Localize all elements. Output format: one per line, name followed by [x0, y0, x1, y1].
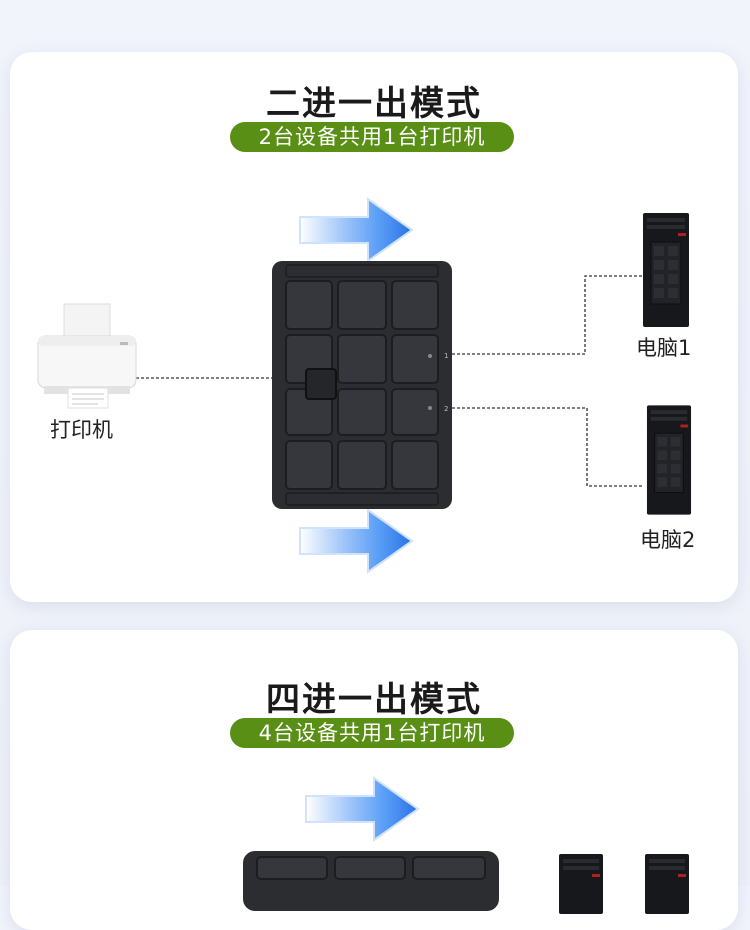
usb-switch-device: 1 2 — [272, 261, 452, 509]
section-title: 四进一出模式 — [266, 680, 482, 720]
section-subtitle-badge: 4台设备共用1台打印机 — [230, 718, 514, 748]
computer-2-label: 电脑2 — [640, 528, 696, 552]
switch-port-2-label: 2 — [444, 405, 448, 413]
section-title: 二进一出模式 — [266, 84, 482, 124]
computer-1-label: 电脑1 — [636, 336, 692, 360]
section-subtitle-badge: 2台设备共用1台打印机 — [230, 122, 514, 152]
arrow-icon — [299, 197, 414, 263]
four-in-one-out-card: 四进一出模式 4台设备共用1台打印机 — [10, 630, 738, 930]
computer-tower-icon — [646, 405, 692, 515]
arrow-icon — [305, 776, 420, 842]
connection-lines — [136, 275, 644, 487]
printer-icon — [37, 303, 137, 409]
arrow-icon — [299, 508, 414, 574]
computer-tower-icon — [643, 213, 689, 327]
usb-switch-device — [243, 851, 499, 911]
computer-tower-icon — [645, 854, 689, 914]
computer-tower-icon — [559, 854, 603, 914]
two-in-one-out-card: 二进一出模式 2台设备共用1台打印机 — [10, 52, 738, 602]
printer-label: 打印机 — [50, 418, 113, 442]
switch-port-1-label: 1 — [444, 352, 448, 360]
